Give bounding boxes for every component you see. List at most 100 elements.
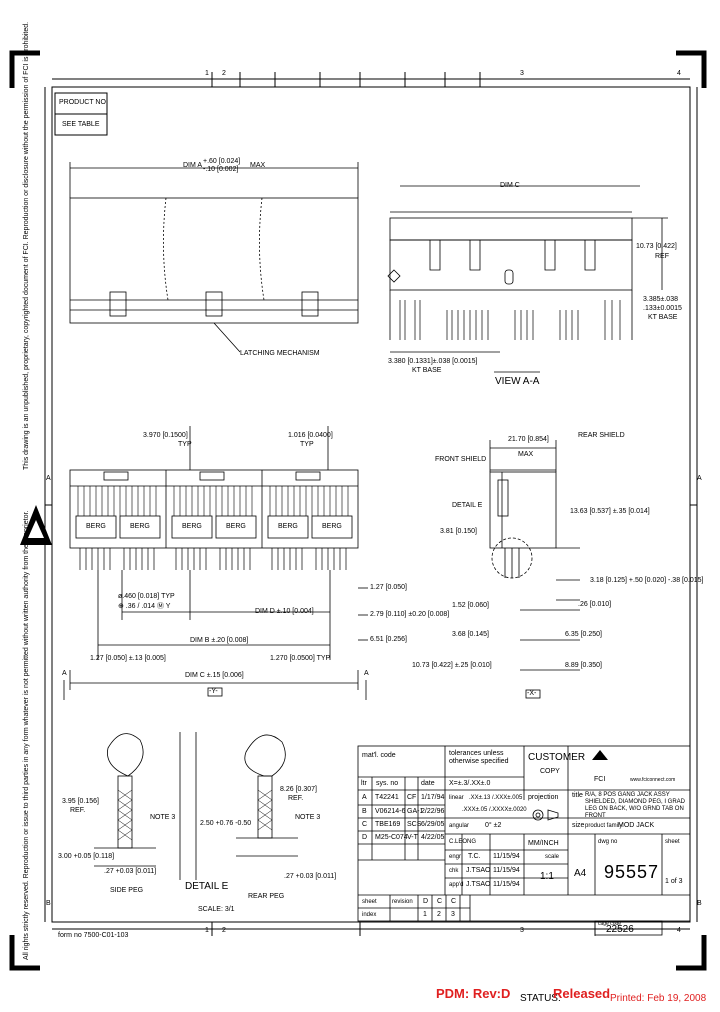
side-view <box>489 440 580 699</box>
fci-logo-left <box>20 505 52 545</box>
rev-b-ltr: B <box>362 808 367 815</box>
rev-val-2: C <box>437 898 443 905</box>
rev-val-1: D <box>423 898 429 905</box>
front-shield-label: FRONT SHIELD <box>435 456 487 463</box>
zone-top-4: 4 <box>677 70 681 77</box>
matl-code-label: mat'l. code <box>362 752 396 759</box>
date-1: 11/15/94 <box>493 853 520 860</box>
title-label: title <box>572 792 583 799</box>
engr-label: engr <box>449 854 462 860</box>
zone-bottom-4: 4 <box>677 927 681 934</box>
rev-a-date: 1/17/94 <box>421 794 445 801</box>
rev-a-by: CF <box>407 794 417 801</box>
front-pitch2: 1.016 [0.0400] <box>288 432 333 439</box>
port-label-2: BERG <box>130 523 150 530</box>
view-aa-title: VIEW A-A <box>495 376 540 387</box>
front-view <box>63 426 368 700</box>
status-label-text: STATUS: <box>520 993 561 1004</box>
date-2: 11/15/94 <box>493 867 520 874</box>
dwg-no-label: dwg no <box>598 839 618 845</box>
zone-top-3: 3 <box>520 70 524 77</box>
tol-x: X=±.3/.XX±.0 <box>449 780 491 787</box>
right-pitch: 1.270 [0.0500] TYP <box>270 655 331 662</box>
detail-note3a: NOTE 3 <box>150 814 176 821</box>
view-aa-kt-dim2: .133±0.0015 <box>643 305 682 312</box>
tol-angular: 0° ±2 <box>485 822 502 829</box>
zone-top-2: 2 <box>222 70 226 77</box>
rev-b-date: 2/22/96 <box>421 808 445 815</box>
position-tolerance: ⊕ .36 / .014 Ⓜ Y <box>118 603 171 610</box>
rev-val-3: C <box>451 898 457 905</box>
sysno-header: sys. no <box>376 780 399 787</box>
front-r2: 2.79 [0.110] ±0.20 [0.008] <box>370 611 450 618</box>
checked-by: C.LEONG <box>449 839 477 845</box>
crop-marks <box>9 50 707 971</box>
dim-b: DIM B ±.20 [0.008] <box>190 637 249 644</box>
drawing-frame <box>44 72 698 936</box>
cage-code: 22526 <box>606 924 634 935</box>
view-aa-bottom-base: KT BASE <box>412 367 442 374</box>
sheet-rev-label: sheet <box>362 899 377 905</box>
port-label-3: BERG <box>182 523 202 530</box>
chk-label: chk <box>449 868 459 874</box>
scale-value: 1:1 <box>540 871 554 882</box>
detail-e-title: DETAIL E <box>185 881 229 892</box>
detail-e-callout: DETAIL E <box>452 502 483 509</box>
fci-logo-title <box>592 750 608 760</box>
sheet-num-2: 2 <box>437 911 441 918</box>
size-value: A4 <box>574 868 587 879</box>
proprietary-note: This drawing is an unpublished, propriet… <box>23 21 30 470</box>
side-width-max: MAX <box>518 451 534 458</box>
view-a-a <box>387 185 668 373</box>
left-pitch: 1.27 [0.050] ±.13 [0.005] <box>90 655 166 662</box>
front-r3: 6.51 [0.256] <box>370 636 407 643</box>
status-value: Released <box>553 985 610 1003</box>
sheet-label: sheet <box>665 839 680 845</box>
side-d3: 3.18 [0.125] +.50 [0.020] -.38 [0.015] <box>590 577 704 584</box>
view-aa-kt-dim: 3.385±.038 <box>643 296 678 303</box>
appd-label: app'd <box>449 882 464 888</box>
rights-note: All rights strictly reserved. Reproducti… <box>23 510 30 960</box>
rev-c-by: SCS <box>407 821 422 828</box>
title-block-grid <box>357 745 691 936</box>
rear-shield-label: REAR SHIELD <box>578 432 625 439</box>
front-typ2: TYP <box>300 441 314 448</box>
rev-d-date: 4/22/05 <box>421 834 445 841</box>
port-label-6: BERG <box>322 523 342 530</box>
pin-diameter: ø.460 [0.018] TYP <box>118 593 175 600</box>
dim-a-max: MAX <box>250 162 266 169</box>
zone-bottom-2: 2 <box>222 927 226 934</box>
product-no-value: SEE TABLE <box>62 121 100 128</box>
side-d8: 10.73 [0.422] ±.25 [0.010] <box>412 662 492 669</box>
detail-s1-ref: REF. <box>70 807 86 814</box>
rev-a-ecn: T42241 <box>375 794 399 801</box>
side-d5: 1.52 [0.060] <box>452 602 489 609</box>
rev-d-by: V-T <box>407 834 418 841</box>
detail-s2: 3.00 +0.05 [0.118] <box>58 853 115 860</box>
datum-x: -X- <box>527 690 537 697</box>
port-label-5: BERG <box>278 523 298 530</box>
rev-c-date: 6/29/05 <box>421 821 445 828</box>
zone-bottom-3: 3 <box>520 927 524 934</box>
port-label-1: BERG <box>86 523 106 530</box>
sheet-value: 1 of 3 <box>665 878 683 885</box>
view-aa-bottom-dim: 3.380 [0.1331]±.038 [0.0015] <box>388 358 478 365</box>
name-2: J.TSAO <box>466 867 491 874</box>
product-family: MOD JACK <box>618 822 655 829</box>
fci-website: www.fciconnect.com <box>630 777 676 783</box>
fci-logo-text: FCI <box>594 776 606 783</box>
section-a-right: A <box>364 670 369 677</box>
form-number: form no 7500-C01-103 <box>58 932 129 939</box>
size-label: size <box>572 822 585 829</box>
side-d2: 13.63 [0.537] ±.35 [0.014] <box>570 508 650 515</box>
side-d9: 8.89 [0.350] <box>565 662 602 669</box>
status-value-text: Released <box>553 986 611 1001</box>
sheet-num-3: 3 <box>451 911 455 918</box>
customer-label: CUSTOMER <box>528 752 586 763</box>
detail-r2: 2.50 +0.76 -0.50 <box>200 820 252 827</box>
view-aa-ref: REF <box>655 253 669 260</box>
detail-note3b: NOTE 3 <box>295 814 321 821</box>
tol-xxx: .XXX±.05 /.XXXX±.0020 <box>462 807 527 813</box>
front-typ1: TYP <box>178 441 192 448</box>
